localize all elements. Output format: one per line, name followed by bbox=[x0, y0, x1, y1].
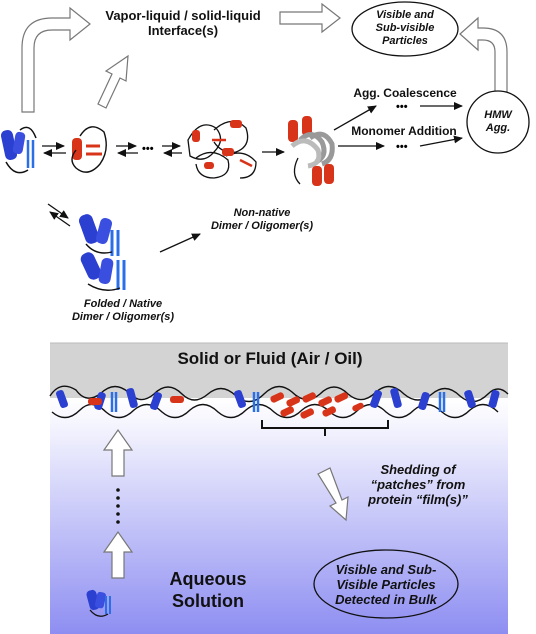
hmw-agg-label: HMW Agg. bbox=[474, 109, 522, 135]
nonnative-line-2: Dimer / Oligomer(s) bbox=[210, 220, 314, 232]
detected-line-1: Visible and Sub- bbox=[335, 562, 437, 577]
native-line-1: Folded / Native bbox=[83, 298, 163, 310]
equilibrium-arrow-3 bbox=[162, 142, 182, 157]
agg-coalescence-label: Agg. Coalescence bbox=[353, 86, 457, 100]
aggregate-nucleus bbox=[288, 116, 335, 186]
visible-line-3: Particles bbox=[382, 35, 428, 47]
shedding-line-3: protein “film(s)” bbox=[368, 492, 468, 507]
equilibrium-arrow-2 bbox=[116, 142, 138, 157]
dots-3: ••• bbox=[396, 141, 408, 153]
dots-2: ••• bbox=[396, 101, 408, 113]
native-dimer bbox=[78, 214, 126, 291]
detected-line-3: Detected in Bulk bbox=[335, 592, 437, 607]
folded-monomer bbox=[0, 126, 37, 174]
hollow-arrow-adsorption bbox=[102, 428, 134, 579]
film-strands bbox=[110, 392, 446, 412]
hmw-line-2: Agg. bbox=[485, 122, 511, 134]
aqueous-label: Aqueous Solution bbox=[148, 568, 268, 612]
hollow-arrow-to-interface bbox=[21, 6, 91, 113]
interface-line-2: Interface(s) bbox=[147, 23, 219, 38]
hmw-circle bbox=[466, 90, 530, 154]
shedding-line-1: Shedding of bbox=[380, 462, 456, 477]
aqueous-line-2: Solution bbox=[172, 591, 244, 611]
interface-label: Vapor-liquid / solid-liquid Interface(s) bbox=[88, 8, 278, 38]
visible-line-1: Visible and bbox=[376, 9, 434, 21]
film-patch-red bbox=[88, 392, 364, 419]
arrow-to-nonnative bbox=[159, 233, 201, 253]
dots-1: ••• bbox=[142, 143, 154, 155]
interface-line-1: Vapor-liquid / solid-liquid bbox=[105, 8, 261, 23]
patch-bracket bbox=[261, 420, 389, 436]
equilibrium-arrow-1 bbox=[42, 142, 66, 157]
hollow-arrow-shedding bbox=[317, 467, 349, 522]
film-helices-blue bbox=[56, 387, 500, 411]
hollow-arrow-diagonal bbox=[97, 54, 129, 109]
native-line-2: Dimer / Oligomer(s) bbox=[71, 311, 175, 323]
detected-particles-ellipse bbox=[313, 549, 459, 619]
nonnative-line-1: Non-native bbox=[233, 207, 291, 219]
shedding-line-2: “patches” from bbox=[370, 477, 466, 492]
equilibrium-arrow-dimer bbox=[47, 203, 71, 227]
growth-arrows bbox=[333, 102, 463, 150]
gray-phase-panel bbox=[50, 343, 508, 398]
ellipsis-vertical bbox=[116, 488, 120, 524]
nonnative-label: Non-native Dimer / Oligomer(s) bbox=[202, 207, 322, 233]
visible-particles-label: Visible and Sub-visible Particles bbox=[352, 9, 458, 48]
detected-particles-label: Visible and Sub- Visible Particles Detec… bbox=[314, 562, 458, 607]
hollow-arrow-from-hmw bbox=[459, 16, 508, 95]
aqueous-line-1: Aqueous bbox=[169, 569, 247, 589]
phase-label: Solid or Fluid (Air / Oil) bbox=[177, 349, 363, 368]
bulk-monomer bbox=[86, 589, 111, 617]
native-label: Folded / Native Dimer / Oligomer(s) bbox=[58, 298, 188, 324]
visible-line-2: Sub-visible bbox=[375, 22, 435, 34]
bulk-solution-panel bbox=[50, 398, 508, 634]
monomer-addition-label: Monomer Addition bbox=[351, 124, 457, 138]
visible-particles-ellipse bbox=[351, 1, 459, 57]
unfolded-cluster bbox=[187, 120, 257, 179]
detected-line-2: Visible Particles bbox=[336, 577, 436, 592]
shedding-label: Shedding of “patches” from protein “film… bbox=[348, 462, 488, 507]
partially-unfolded-monomer bbox=[71, 126, 107, 173]
hollow-arrow-to-particles bbox=[279, 2, 341, 34]
hmw-line-1: HMW bbox=[484, 109, 512, 121]
